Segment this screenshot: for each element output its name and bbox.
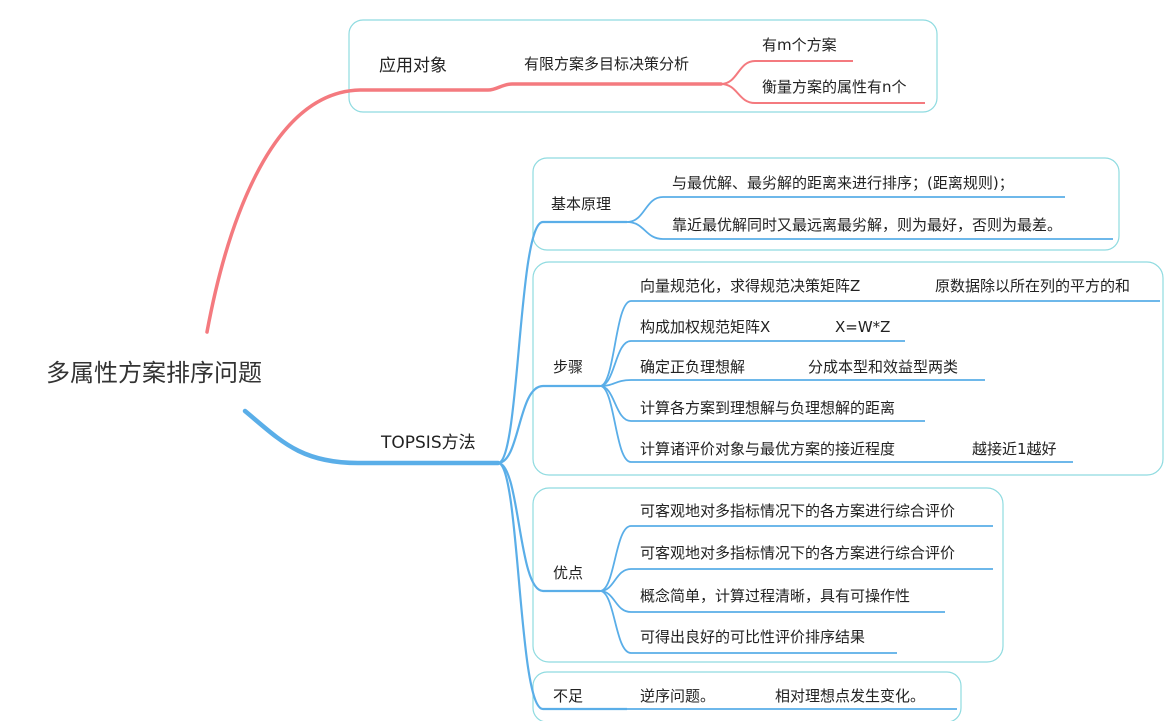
branch-adv-1 [599, 525, 993, 592]
root-topic[interactable]: 多属性方案排序问题 [46, 359, 262, 387]
group-box-application [348, 19, 938, 113]
branch-step-2 [599, 340, 905, 387]
group-box-advantages [532, 487, 1004, 663]
branch-step-5 [599, 385, 1073, 463]
step-5-text[interactable]: 计算诸评价对象与最优方案的接近程度 [640, 440, 896, 458]
step-3-text[interactable]: 确定正负理想解 [640, 358, 746, 376]
topic-advantages[interactable]: 优点 [553, 564, 584, 582]
topic-basic-principle[interactable]: 基本原理 [551, 195, 612, 213]
principle-best-worst[interactable]: 靠近最优解同时又最远离最劣解，则为最好，否则为最差。 [672, 216, 1063, 234]
step-1-note[interactable]: 原数据除以所在列的平方的和 [935, 277, 1131, 295]
topic-topsis-method[interactable]: TOPSIS方法 [381, 433, 476, 453]
branch-topsis-to-shortcomings [497, 461, 627, 711]
branch-topsis-to-steps [497, 384, 600, 465]
topic-m-schemes[interactable]: 有m个方案 [762, 36, 837, 54]
shortcoming-ideal-point-change[interactable]: 相对理想点发生变化。 [775, 687, 926, 705]
branch-app-item-2 [720, 83, 925, 104]
branch-adv-2 [599, 568, 993, 592]
group-box-shortcomings [532, 671, 962, 721]
step-1-text[interactable]: 向量规范化，求得规范决策矩阵Z [640, 277, 861, 295]
branch-app-item-1 [720, 60, 853, 85]
topic-shortcomings[interactable]: 不足 [553, 687, 584, 705]
group-box-steps [532, 261, 1164, 476]
step-2-note[interactable]: X=W*Z [835, 318, 891, 336]
branch-principle-item-1 [626, 196, 1065, 223]
advantage-1[interactable]: 可客观地对多指标情况下的各方案进行综合评价 [640, 502, 956, 520]
topic-finite-scheme-analysis[interactable]: 有限方案多目标决策分析 [524, 55, 690, 73]
branch-adv-4 [599, 590, 897, 654]
topic-n-attributes[interactable]: 衡量方案的属性有n个 [762, 78, 907, 96]
step-4-text[interactable]: 计算各方案到理想解与负理想解的距离 [640, 399, 896, 417]
step-2-text[interactable]: 构成加权规范矩阵X [640, 318, 771, 336]
branch-step-3 [599, 379, 985, 387]
group-box-principle [532, 157, 1120, 251]
step-5-note[interactable]: 越接近1越好 [972, 440, 1057, 458]
principle-distance-rule[interactable]: 与最优解、最劣解的距离来进行排序；(距离规则)； [672, 174, 1014, 192]
branch-principle-item-2 [626, 221, 1113, 240]
branch-root-to-application [205, 82, 723, 334]
advantage-2[interactable]: 可客观地对多指标情况下的各方案进行综合评价 [640, 544, 956, 562]
topic-application-object[interactable]: 应用对象 [379, 56, 447, 76]
shortcoming-reverse-order[interactable]: 逆序问题。 [640, 687, 716, 705]
topic-steps[interactable]: 步骤 [553, 358, 584, 376]
advantage-3[interactable]: 概念简单，计算过程清晰，具有可操作性 [640, 587, 911, 605]
branch-topsis-to-principle [497, 220, 627, 465]
advantage-4[interactable]: 可得出良好的可比性评价排序结果 [640, 628, 866, 646]
branch-topsis-to-advantages [497, 461, 600, 593]
branch-root-to-topsis [242, 408, 501, 466]
branch-step-1 [599, 300, 1160, 387]
step-3-note[interactable]: 分成本型和效益型两类 [808, 358, 959, 376]
branch-step-4 [599, 385, 925, 422]
